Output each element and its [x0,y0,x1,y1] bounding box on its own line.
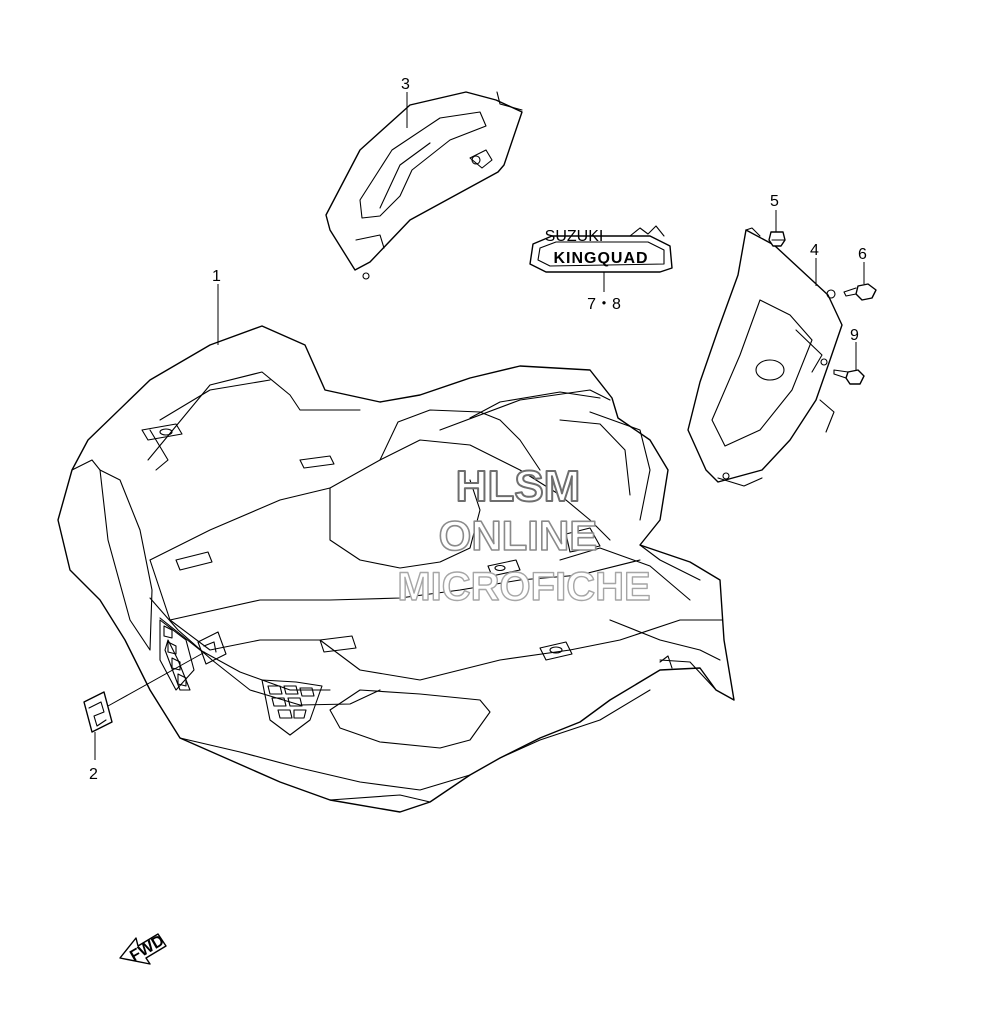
callout-3: 3 [401,76,410,93]
callout-numbers: 1 2 3 4 5 6 7・8 9 [89,76,867,783]
part-6-bolt[interactable] [843,283,877,301]
callout-5: 5 [770,193,779,210]
decal-brand-text: SUZUKI [545,228,604,245]
part-9-screw[interactable] [833,369,865,385]
part-5-clip[interactable] [768,231,786,247]
watermark-line-2: ONLINE [439,512,598,559]
emblem-mount [197,631,227,665]
watermark-line-3: MICROFICHE [397,565,650,609]
callout-4: 4 [810,242,819,259]
part-2-emblem[interactable] [83,691,113,733]
callout-6: 6 [858,246,867,263]
callout-9: 9 [850,327,859,344]
callout-2: 2 [89,766,98,783]
fwd-arrow-icon: FWD [119,932,167,965]
callout-7-8: 7・8 [587,296,621,313]
decal-model-text: KINGQUAD [553,250,648,267]
part-3-side-cover[interactable] [325,91,523,280]
leader-lines [94,92,865,760]
part-4-side-cover[interactable] [687,227,843,487]
watermark: HLSM ONLINE MICROFICHE [397,461,652,610]
watermark-line-1: HLSM [456,462,581,511]
part-1-front-fender[interactable] [57,325,735,813]
part-7-8-decal[interactable]: SUZUKI KINGQUAD [529,225,673,273]
callout-1: 1 [212,268,221,285]
